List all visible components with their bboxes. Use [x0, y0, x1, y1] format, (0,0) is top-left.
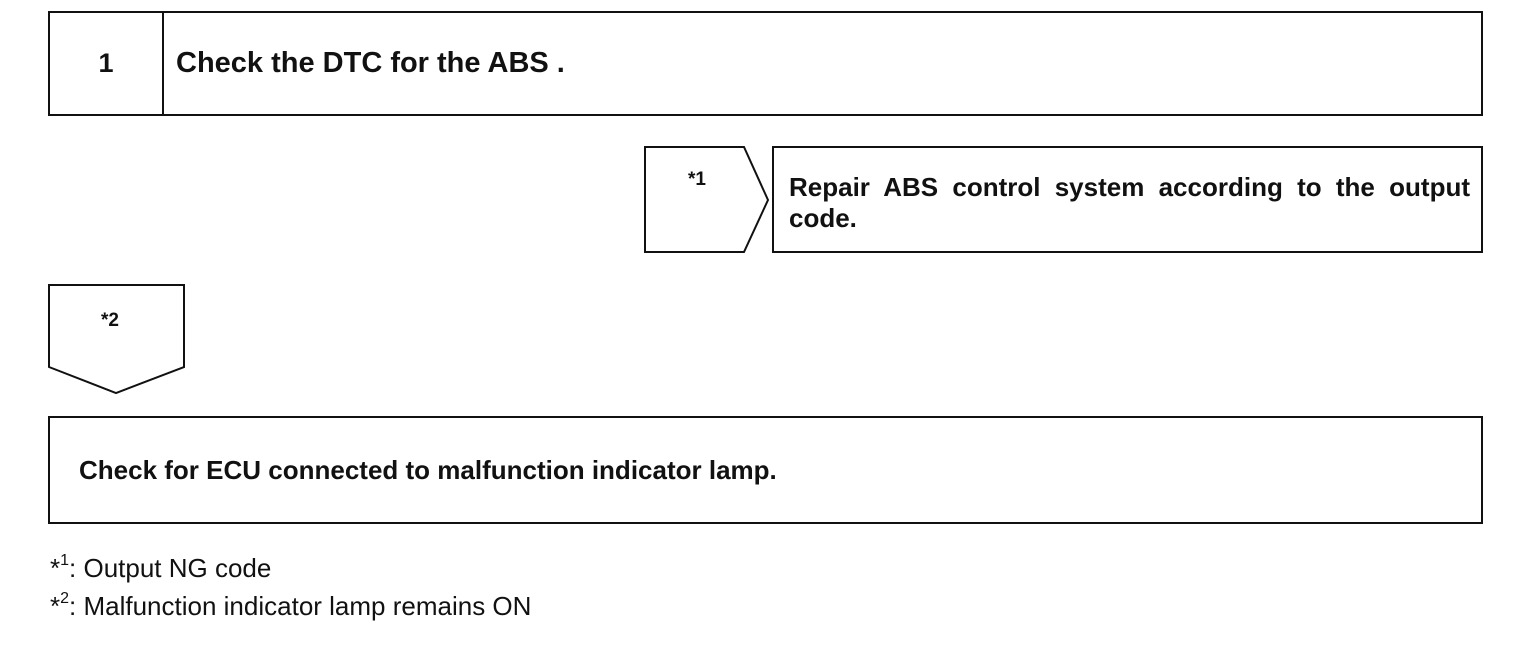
right-arrow-shape — [644, 146, 770, 253]
footnote-2-star: * — [50, 591, 61, 621]
footnote-2-text: : Malfunction indicator lamp remains ON — [69, 591, 532, 621]
down-arrow-shape — [48, 284, 185, 395]
ecu-check-box: Check for ECU connected to malfunction i… — [48, 416, 1483, 524]
footnote-1-text: : Output NG code — [69, 553, 272, 583]
on-marker: *2 — [101, 310, 119, 331]
footnote-2: *2: Malfunction indicator lamp remains O… — [50, 591, 531, 622]
step-number: 1 — [50, 13, 164, 114]
step-box: 1 Check the DTC for the ABS . — [48, 11, 1483, 116]
repair-box: Repair ABS control system according to t… — [772, 146, 1483, 253]
footnote-1-ref: 1 — [60, 552, 70, 570]
footnote-1-star: * — [50, 553, 61, 583]
ng-marker: *1 — [688, 169, 706, 190]
step-title: Check the DTC for the ABS . — [176, 47, 565, 79]
footnote-2-ref: 2 — [60, 590, 70, 608]
footnote-1: *1: Output NG code — [50, 553, 271, 584]
